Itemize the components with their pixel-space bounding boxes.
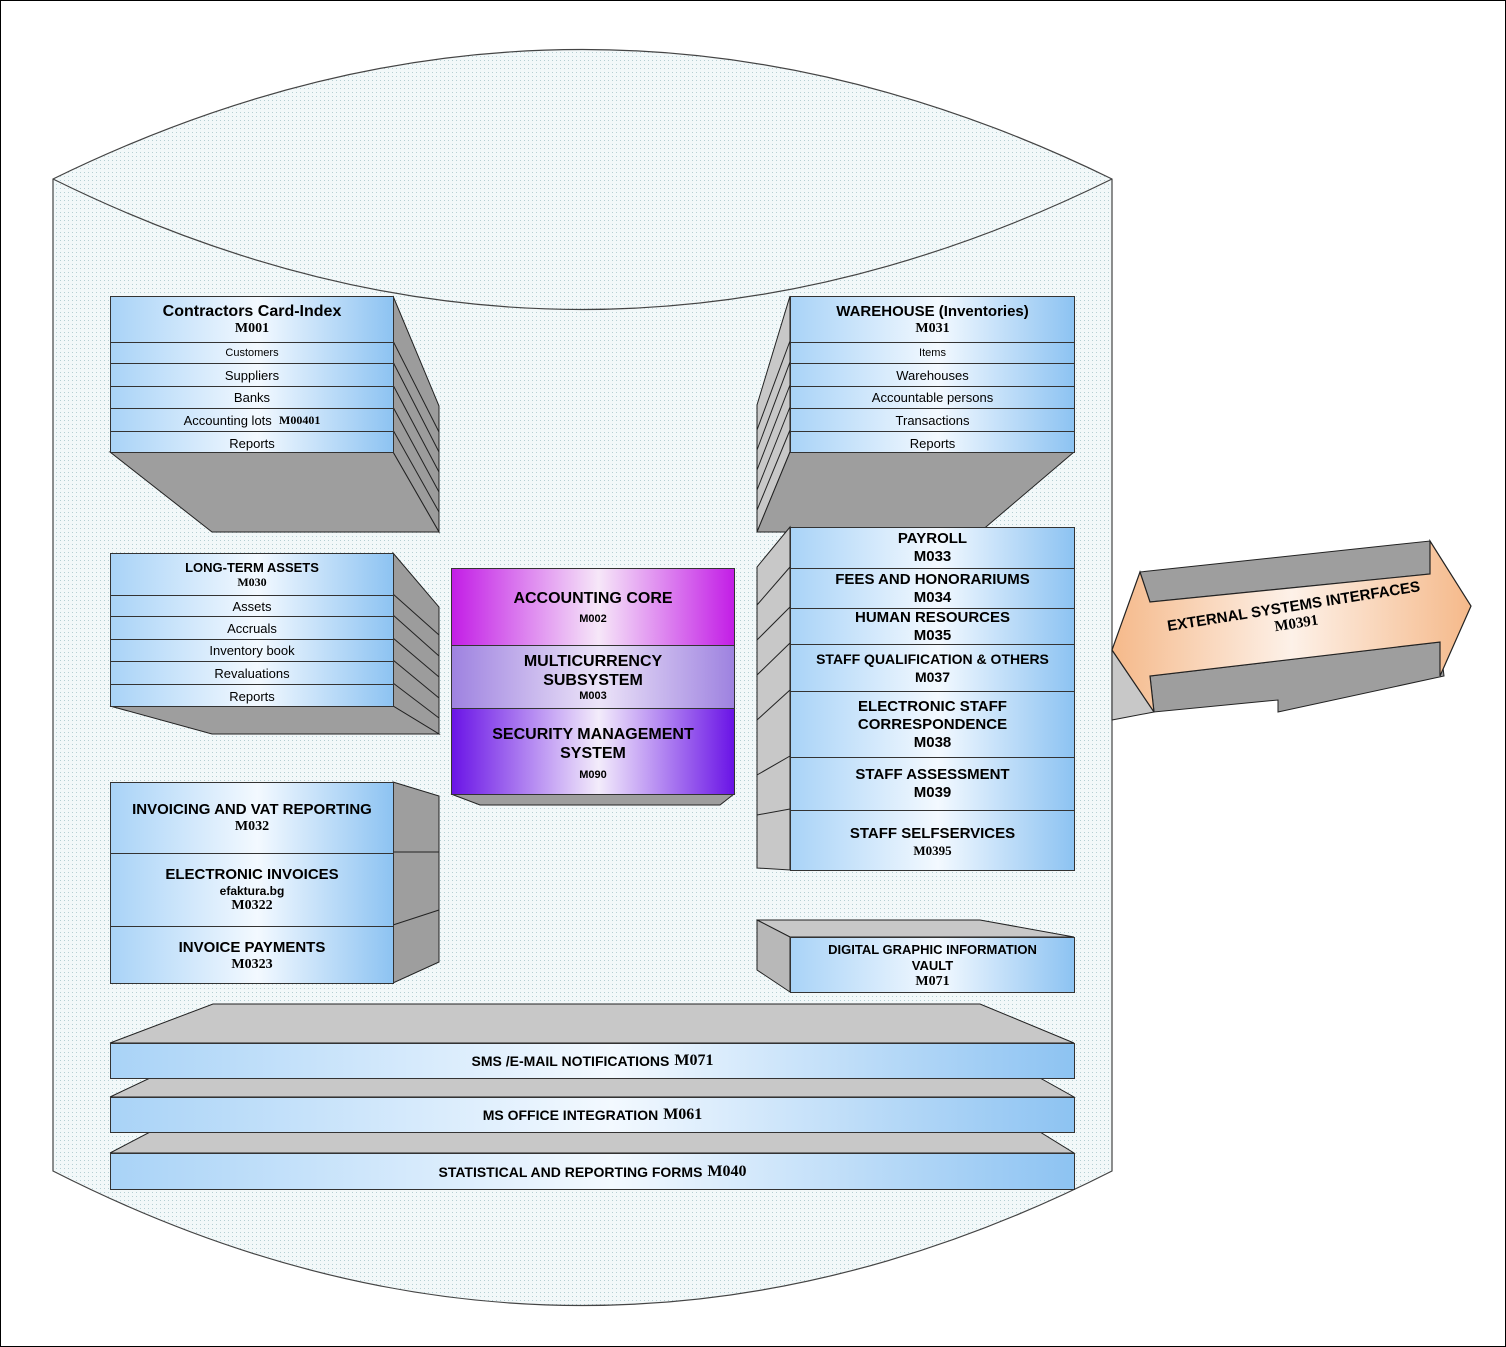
contractors-card-index: Contractors Card-Index M001 Customers Su… [110, 296, 394, 453]
multicurrency-subsystem: MULTICURRENCY SUBSYSTEM M003 [452, 645, 734, 708]
payments-code: M0323 [231, 957, 273, 972]
lta-item-assets: Assets [111, 595, 393, 616]
contractors-code: M001 [234, 320, 270, 336]
payments-title: INVOICE PAYMENTS [178, 939, 326, 956]
invoicing-vat-module: INVOICING AND VAT REPORTING M032 [111, 783, 393, 853]
accounting-lots-label: Accounting lots [183, 412, 272, 428]
hr-title: HUMAN RESOURCES [854, 608, 1010, 626]
invoicing-title: INVOICING AND VAT REPORTING [132, 801, 372, 818]
contractors-item-accounting-lots: Accounting lots M00401 [111, 408, 393, 431]
contractors-item-banks: Banks [111, 386, 393, 408]
e-invoices-code: M0322 [231, 898, 273, 913]
warehouse-item-accountable-persons: Accountable persons [791, 386, 1074, 408]
payroll-title: PAYROLL [897, 530, 968, 547]
digital-graphic-vault: DIGITAL GRAPHIC INFORMATION VAULT M071 [790, 937, 1075, 993]
e-invoices-sub: efaktura.bg [219, 884, 285, 898]
warehouse-item-warehouses: Warehouses [791, 363, 1074, 386]
external-arrow [1111, 538, 1472, 713]
selfservices-title: STAFF SELFSERVICES [849, 824, 1016, 842]
ms-office-bar: MS OFFICE INTEGRATION M061 [110, 1097, 1075, 1133]
security-code: M090 [579, 768, 607, 781]
fees-code: M034 [913, 588, 952, 606]
human-resources-module: HUMAN RESOURCES M035 [791, 608, 1074, 644]
payroll-code: M033 [913, 548, 952, 565]
fees-title: FEES AND HONORARIUMS [835, 570, 1030, 588]
selfservices-code: M0395 [913, 842, 952, 858]
multicurrency-code: M003 [579, 690, 607, 702]
invoicing-code: M032 [234, 819, 270, 834]
lta-item-reports: Reports [111, 684, 393, 706]
multicurrency-title-2: SUBSYSTEM [543, 672, 643, 689]
statistical-code: M040 [707, 1162, 747, 1180]
contractors-item-reports: Reports [111, 431, 393, 452]
staff-qualification-module: STAFF QUALIFICATION & OTHERS M037 [791, 644, 1074, 691]
warehouse-title: WAREHOUSE (Inventories) [836, 302, 1029, 320]
lta-item-accruals: Accruals [111, 616, 393, 639]
electronic-invoices-module: ELECTRONIC INVOICES efaktura.bg M0322 [111, 853, 393, 926]
invoicing-modules: INVOICING AND VAT REPORTING M032 ELECTRO… [110, 782, 394, 984]
long-term-assets-code: M030 [237, 574, 267, 589]
sms-email-bar: SMS /E-MAIL NOTIFICATIONS M071 [110, 1043, 1075, 1079]
sms-email-title: SMS /E-MAIL NOTIFICATIONS [471, 1053, 670, 1069]
multicurrency-title-1: MULTICURRENCY [523, 653, 663, 670]
qualification-title: STAFF QUALIFICATION & OTHERS [816, 651, 1049, 667]
warehouse-item-reports: Reports [791, 431, 1074, 452]
accounting-lots-code: M00401 [279, 412, 321, 427]
invoice-payments-module: INVOICE PAYMENTS M0323 [111, 926, 393, 983]
vault-title-1: DIGITAL GRAPHIC INFORMATION [828, 942, 1037, 957]
contractors-title: Contractors Card-Index [162, 302, 342, 320]
statistical-title: STATISTICAL AND REPORTING FORMS [438, 1163, 703, 1180]
long-term-assets: LONG-TERM ASSETS M030 Assets Accruals In… [110, 553, 394, 707]
lta-item-revaluations: Revaluations [111, 661, 393, 684]
statistical-forms-bar: STATISTICAL AND REPORTING FORMS M040 [110, 1153, 1075, 1190]
lta-item-inventory-book: Inventory book [111, 639, 393, 661]
contractors-item-suppliers: Suppliers [111, 363, 393, 386]
staff-assessment-module: STAFF ASSESSMENT M039 [791, 757, 1074, 810]
hr-code: M035 [913, 626, 952, 644]
long-term-assets-title: LONG-TERM ASSETS [185, 559, 319, 575]
accounting-core-code: M002 [579, 613, 607, 625]
correspondence-title-2: CORRESPONDENCE [857, 715, 1008, 733]
security-title-1: SECURITY MANAGEMENT [492, 725, 694, 743]
warehouse-inventories: WAREHOUSE (Inventories) M031 Items Wareh… [790, 296, 1075, 453]
e-invoices-title: ELECTRONIC INVOICES [165, 866, 339, 883]
core-block: ACCOUNTING CORE M002 MULTICURRENCY SUBSY… [451, 568, 735, 795]
ms-office-code: M061 [663, 1106, 703, 1123]
payroll-module: PAYROLL M033 [791, 528, 1074, 568]
ms-office-title: MS OFFICE INTEGRATION [482, 1107, 659, 1123]
security-management-system: SECURITY MANAGEMENT SYSTEM M090 [452, 708, 734, 794]
cylinder-top-rim [52, 178, 1113, 311]
electronic-staff-correspondence-module: ELECTRONIC STAFF CORRESPONDENCE M038 [791, 691, 1074, 757]
security-title-2: SYSTEM [560, 744, 626, 762]
staff-selfservices-module: STAFF SELFSERVICES M0395 [791, 810, 1074, 870]
warehouse-code: M031 [915, 320, 950, 336]
correspondence-title-1: ELECTRONIC STAFF [858, 697, 1007, 715]
vault-code: M071 [915, 974, 950, 989]
sms-email-code: M071 [674, 1052, 714, 1069]
staff-modules: PAYROLL M033 FEES AND HONORARIUMS M034 H… [790, 527, 1075, 871]
accounting-core: ACCOUNTING CORE M002 [452, 569, 734, 645]
qualification-code: M037 [914, 669, 951, 685]
vault-title-2: VAULT [911, 958, 954, 973]
accounting-core-title: ACCOUNTING CORE [513, 590, 673, 607]
assessment-code: M039 [913, 784, 952, 801]
contractors-item-customers: Customers [111, 342, 393, 363]
fees-module: FEES AND HONORARIUMS M034 [791, 568, 1074, 608]
warehouse-item-transactions: Transactions [791, 408, 1074, 431]
assessment-title: STAFF ASSESSMENT [855, 766, 1010, 783]
warehouse-item-items: Items [791, 342, 1074, 363]
correspondence-code: M038 [913, 733, 952, 751]
